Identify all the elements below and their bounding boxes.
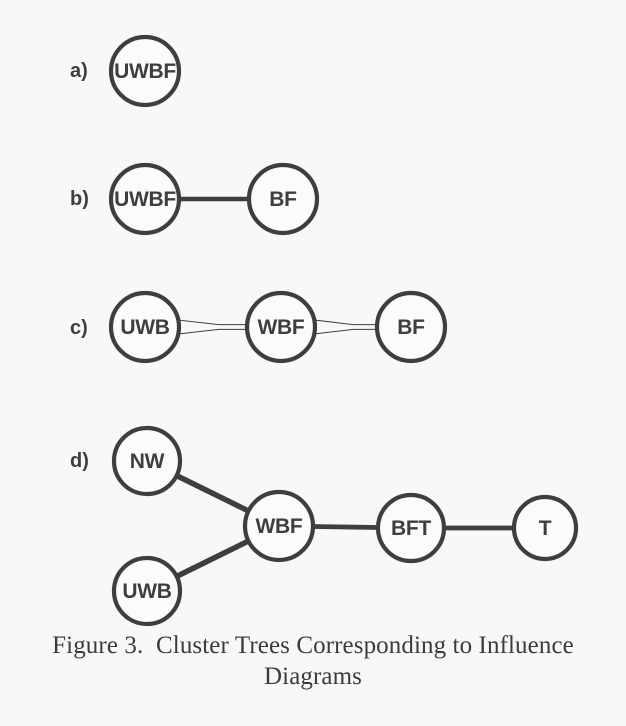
node-label-d2: UWB (122, 580, 171, 603)
node-circle-d1 (111, 425, 183, 497)
tree-node-d5[interactable]: T (511, 494, 579, 562)
node-label-d4: BFT (391, 517, 431, 540)
tree-node-a1[interactable]: UWBF (108, 34, 182, 108)
node-circle-d4 (375, 492, 447, 564)
node-label-c1: UWB (120, 316, 169, 339)
row-label-b: b) (70, 188, 89, 210)
tree-row-c: UWB WBF BF c) (70, 290, 448, 364)
tree-node-b1[interactable]: UWBF (108, 162, 182, 236)
node-circle-d5 (511, 494, 579, 562)
node-circle-b2 (246, 162, 320, 236)
tree-node-c3[interactable]: BF (374, 290, 448, 364)
node-label-d3: WBF (256, 515, 303, 538)
tree-edge-d2-d3 (174, 538, 251, 580)
node-circle-b1 (108, 162, 182, 236)
tree-row-b: UWBF BF b) (70, 162, 320, 236)
tree-node-c1[interactable]: UWB (108, 290, 182, 364)
tree-node-d1[interactable]: NW (111, 425, 183, 497)
node-circle-d2 (111, 555, 183, 627)
tree-node-d2[interactable]: UWB (111, 555, 183, 627)
node-circle-c2 (244, 290, 318, 364)
node-label-c2: WBF (258, 316, 305, 339)
node-circle-d3 (242, 489, 316, 563)
tree-row-a: UWBF a) (70, 34, 182, 108)
node-circle-a1 (108, 34, 182, 108)
node-label-a1: UWBF (114, 60, 176, 83)
figure-caption: Figure 3. Cluster Trees Corresponding to… (0, 630, 626, 692)
tree-edge-d1-d3 (174, 472, 251, 514)
row-label-c: c) (70, 317, 88, 339)
tree-edge-d3-d4 (311, 524, 380, 530)
node-circle-c3 (374, 290, 448, 364)
node-label-b2: BF (269, 188, 297, 211)
figure-caption-line-1: Figure 3. Cluster Trees Corresponding to… (52, 632, 574, 659)
tree-node-c2[interactable]: WBF (244, 290, 318, 364)
tree-node-d4[interactable]: BFT (375, 492, 447, 564)
node-label-d1: NW (130, 450, 165, 473)
figure-caption-line-2: Diagrams (264, 663, 362, 690)
node-circle-c1 (108, 290, 182, 364)
tree-node-d3[interactable]: WBF (242, 489, 316, 563)
row-label-a: a) (70, 60, 88, 82)
node-label-d5: T (539, 517, 552, 540)
tree-node-b2[interactable]: BF (246, 162, 320, 236)
tree-row-d: NW UWB WBF BFT Td) (70, 425, 579, 627)
row-label-d: d) (70, 450, 89, 472)
node-label-b1: UWBF (114, 188, 176, 211)
node-label-c3: BF (397, 316, 425, 339)
